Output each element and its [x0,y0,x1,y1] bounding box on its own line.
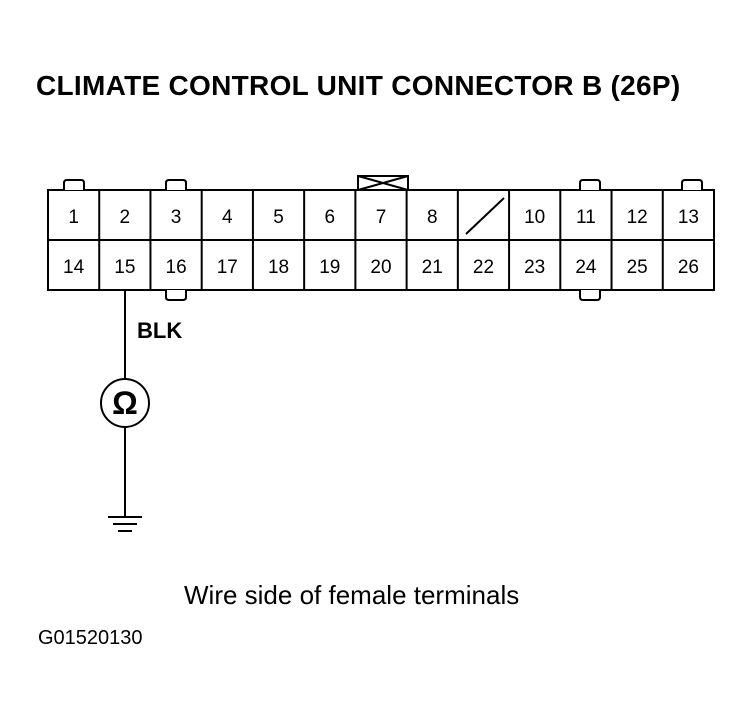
diagram-title: CLIMATE CONTROL UNIT CONNECTOR B (26P) [36,70,681,101]
terminal-16-label: 16 [166,257,187,278]
diagram-caption: Wire side of female terminals [184,580,520,610]
terminal-20-label: 20 [370,257,391,278]
terminal-19-label: 19 [319,257,340,278]
tab-bottom-2 [579,290,601,301]
terminal-12-label: 12 [627,207,648,228]
figure-code: G01520130 [38,627,143,649]
terminal-4-label: 4 [222,207,233,228]
terminal-18-label: 18 [268,257,289,278]
terminal-13-label: 13 [678,207,699,228]
connector-key [357,175,409,191]
cell-dividers [98,190,664,290]
tab-bottom-1 [165,290,187,301]
tab-top-1 [63,179,85,190]
terminal-5-label: 5 [273,207,284,228]
terminal-3-label: 3 [171,207,182,228]
terminal-25-label: 25 [627,257,648,278]
tab-top-3 [579,179,601,190]
wire-color-label: BLK [137,318,182,343]
tab-top-4 [681,179,703,190]
terminal-21-label: 21 [422,257,443,278]
terminal-26-label: 26 [678,257,699,278]
test-circuit [100,290,150,532]
terminal-23-label: 23 [524,257,545,278]
terminal-7-label: 7 [376,207,387,228]
bottom-locking-tabs [165,290,601,301]
terminal-24-label: 24 [575,257,597,278]
terminal-6-label: 6 [324,207,335,228]
terminal-22-label: 22 [473,257,494,278]
terminal-10-label: 10 [524,207,545,228]
tab-top-2 [165,179,187,190]
terminal-11-label: 11 [576,207,596,228]
terminal-2-label: 2 [120,207,131,228]
terminal-15-label: 15 [114,257,135,278]
terminal-8-label: 8 [427,207,438,228]
terminal-14-label: 14 [63,257,85,278]
terminal-17-label: 17 [217,257,238,278]
empty-terminal-slash [465,197,505,235]
top-locking-tabs [63,179,703,190]
terminal-1-label: 1 [68,207,79,228]
ohm-symbol: Ω [112,385,138,421]
